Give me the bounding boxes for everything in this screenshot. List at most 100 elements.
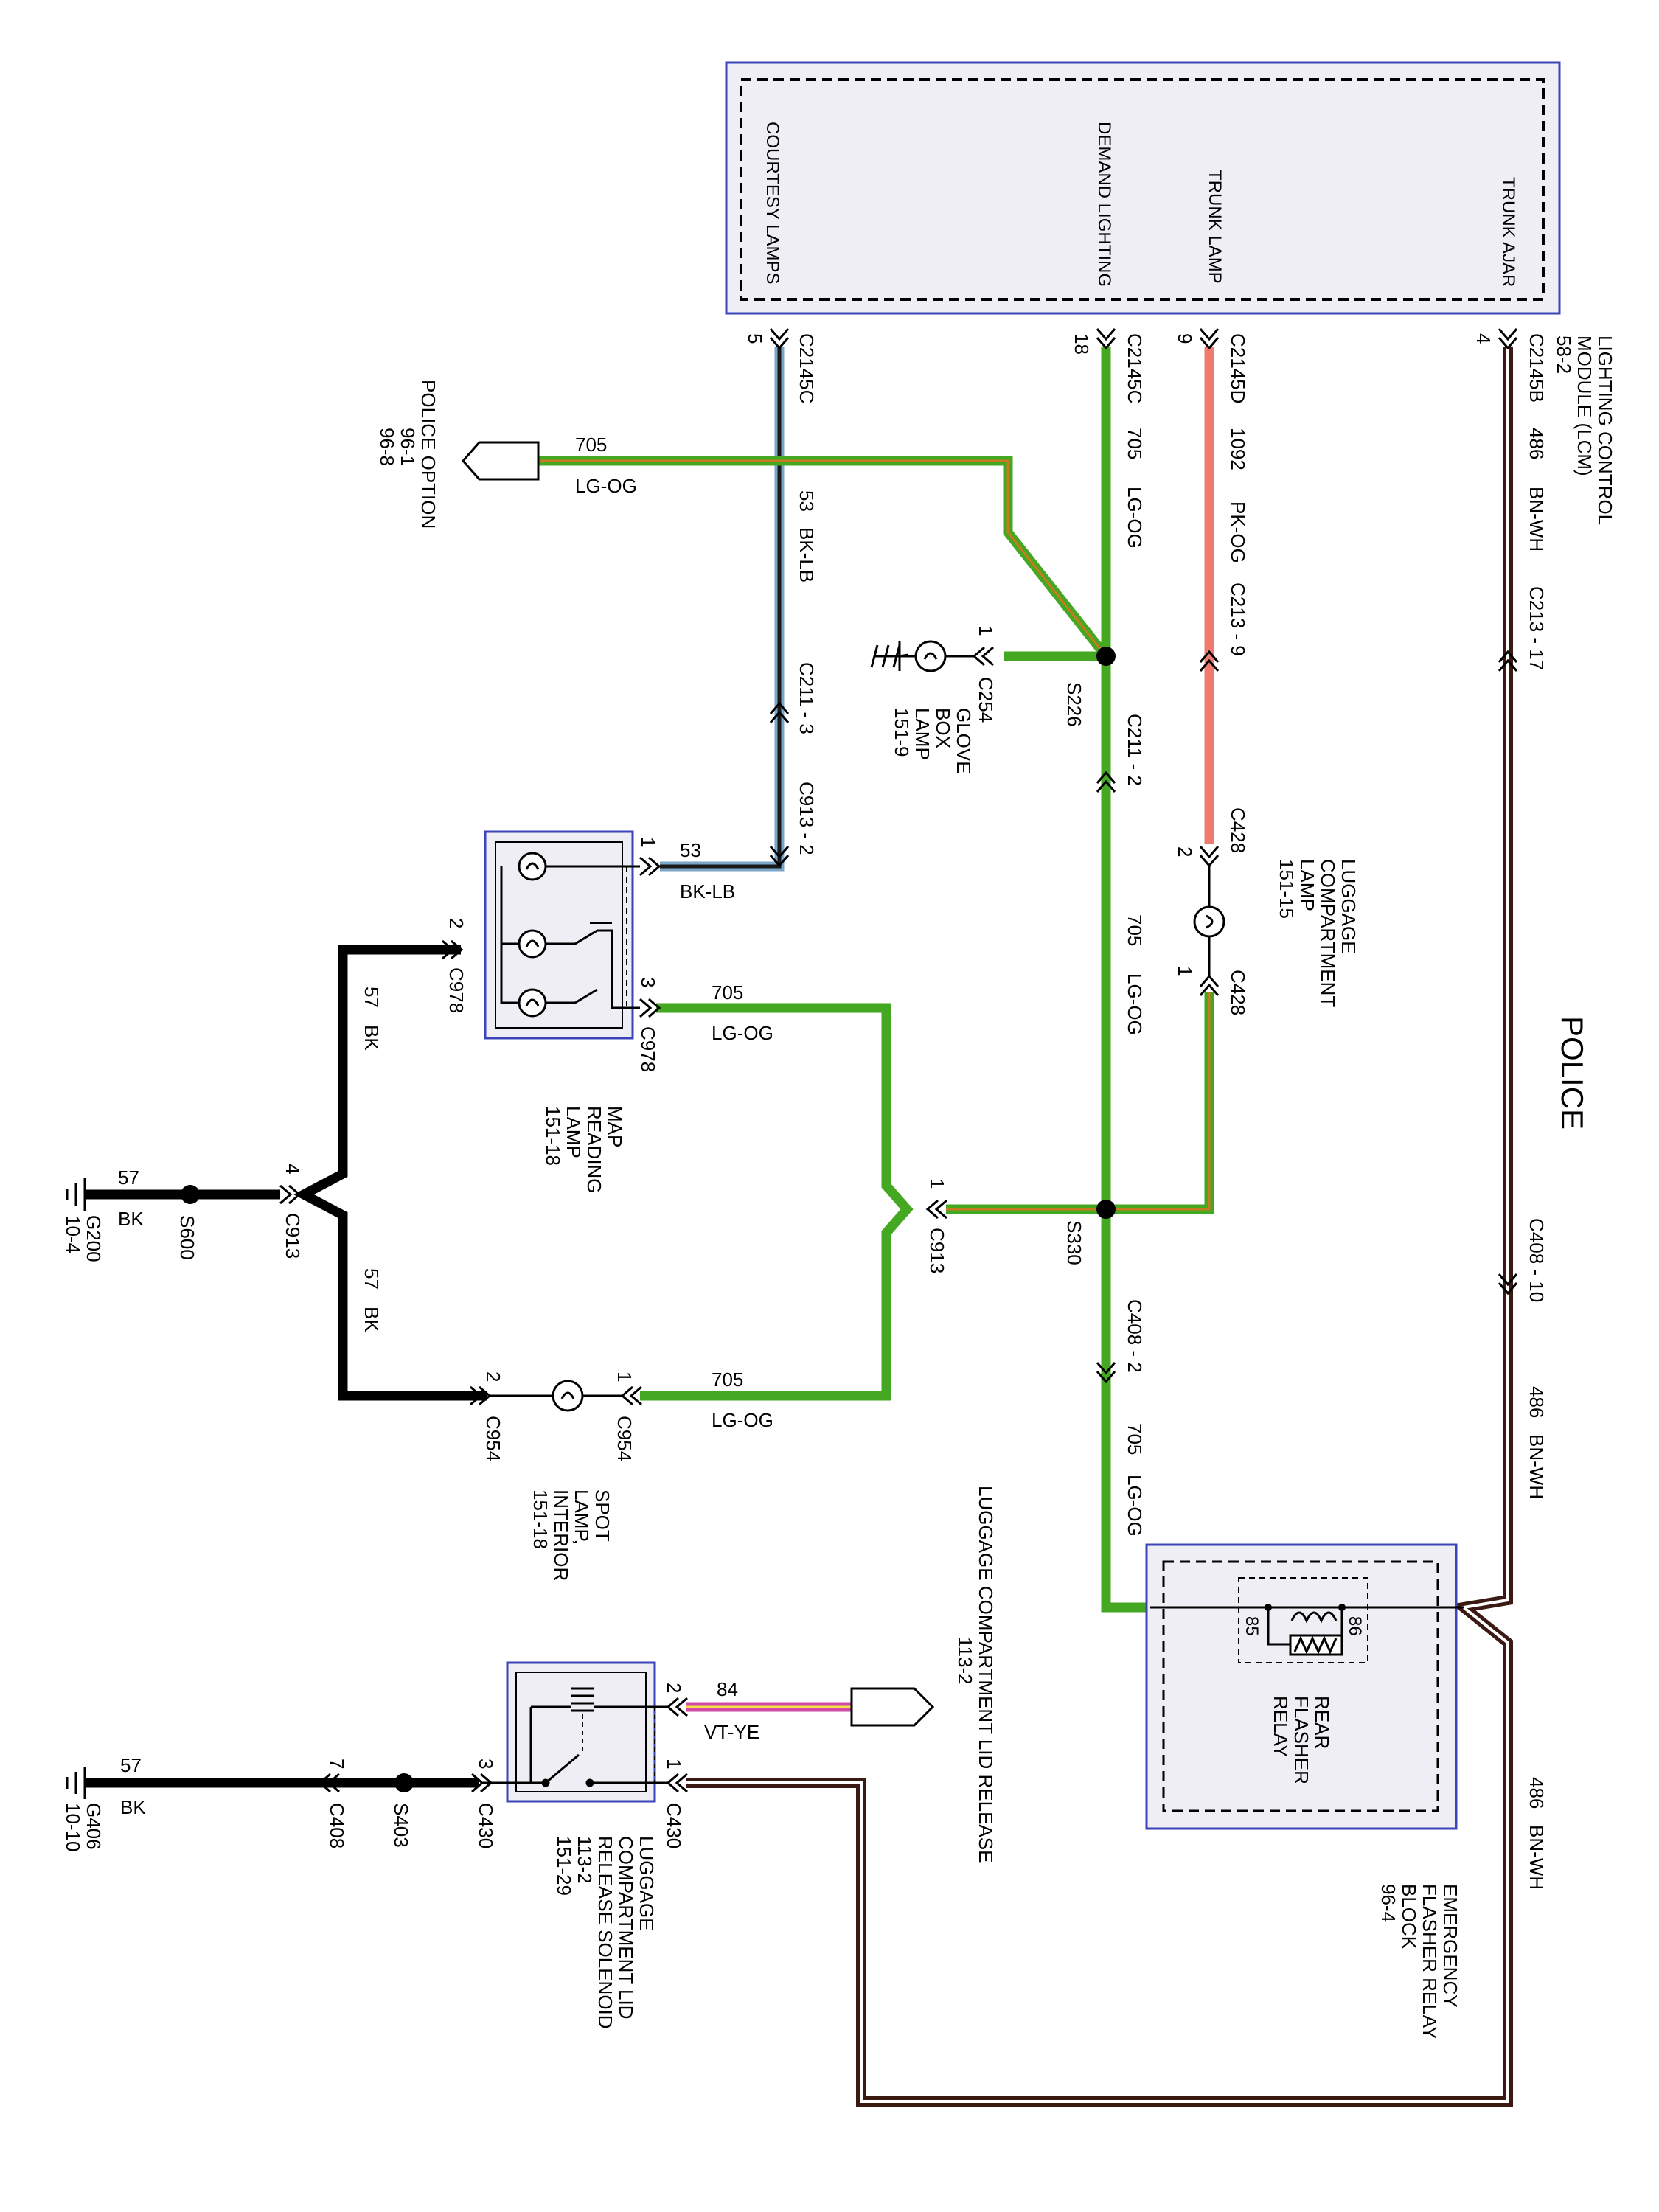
label-pin-5: 5 [744,333,766,344]
label-solenoid-ref2: 151-29 [553,1836,575,1896]
chevron-c213-9 [1199,650,1220,672]
label-g200-ref: 10-4 [62,1215,84,1253]
rear-flasher-relay [1238,1577,1368,1663]
chevron-c213-17 [1498,650,1518,672]
spot-lamp-icon [552,1380,584,1412]
label-spot-lamp-ref: 151-18 [529,1489,552,1549]
splice-s403 [394,1773,414,1792]
label-c2145c-courtesy: C2145C [796,333,818,403]
page-title: POLICE [1555,1016,1590,1130]
label-solenoid-1: LUGGAGE [636,1836,658,1931]
label-c430-left: C430 [475,1803,497,1848]
solenoid-coil-icon [571,1687,594,1712]
label-wire-705-police: 705 [575,434,607,456]
chevron-c954-2 [470,1385,492,1406]
relay-pin-85: 85 [1242,1616,1262,1636]
ground-g200-icon [66,1178,86,1211]
label-c978-right: C978 [637,1026,659,1072]
label-c211-2: C211 - 2 [1124,714,1146,786]
rear-flasher-relay-label-3: RELAY [1270,1696,1292,1757]
label-wire-705-map: 705 [712,981,743,1004]
label-luggage-lamp-3: LAMP [1296,859,1318,911]
spot-lamp [490,1380,623,1412]
emergency-flasher-relay-block: 85 86 REAR FLASHER RELAY [1145,1543,1464,1830]
label-wire-705-demand: 705 [1124,428,1146,459]
chevron-c254-1 [972,646,994,667]
label-c408: C408 [326,1803,348,1848]
wire-705-luggage-return [1106,992,1214,1214]
label-c430-right: C430 [663,1803,685,1848]
relay-coil-loops-icon [1290,1611,1338,1624]
wire-486-bn-wh-stripe [686,347,1509,2103]
label-wire-bn-wh-top: BN-WH [1526,487,1548,552]
label-wire-bk-lb: BK-LB [796,527,818,582]
lcm-pin-label-trunk-ajar: TRUNK AJAR [1498,177,1518,287]
label-wire-53-map: 53 [680,839,701,861]
label-wire-lg-og-police: LG-OG [575,475,637,497]
label-wire-57-upper: 57 [361,987,383,1008]
lcm-box [725,61,1561,315]
label-g406-ref: 10-10 [62,1803,84,1852]
label-c211-3: C211 - 3 [796,662,818,734]
wire-705-map-lamp [640,1003,914,1401]
chevron-c2145d-9 [1199,328,1220,350]
rear-flasher-relay-label-1: REAR [1311,1696,1333,1749]
label-wire-lg-og-map: LG-OG [712,1022,773,1044]
label-efrb-2: FLASHER RELAY [1419,1884,1441,2039]
efrb-box [1145,1543,1458,1830]
label-wire-486-mid: 486 [1526,1386,1548,1418]
label-c430-pin2: 2 [663,1683,685,1693]
label-solenoid-ref1: 113-2 [574,1836,596,1884]
police-option-connector [462,441,540,481]
label-luggage-lamp-2: COMPARTMENT [1317,859,1339,1007]
label-police-option-ref1: 96-1 [397,428,419,466]
label-c954-pin2: 2 [482,1371,504,1382]
label-solenoid-3: RELEASE SOLENOID [594,1836,616,2029]
label-c2145b: C2145B [1526,333,1548,403]
wire-705-luggage-return-stripe [1106,992,1211,1211]
label-wire-bn-wh-low: BN-WH [1526,1825,1548,1890]
chevron-c428-2 [1199,846,1220,868]
label-wire-lg-og-demand: LG-OG [1124,487,1146,549]
chevron-c430-1 [666,1773,688,1793]
label-s226: S226 [1063,682,1085,727]
grounds [66,641,918,1799]
label-g200: G200 [83,1215,105,1262]
wire-57-bk-map-spot [293,945,487,1401]
label-solenoid-2: COMPARTMENT LID [615,1836,637,2019]
label-efrb-3: BLOCK [1398,1884,1420,1950]
luggage-lamp-icon [1193,905,1225,938]
lid-release-connector [850,1687,935,1727]
chevron-c408-7 [318,1773,340,1793]
label-wire-705-spot: 705 [712,1368,743,1391]
label-pin-4-c913: 4 [282,1164,304,1174]
chevron-c408-2 [1096,1362,1116,1384]
label-wire-bk-g200: BK [118,1208,144,1230]
label-wire-pk-og: PK-OG [1227,501,1249,563]
label-c408-10: C408 - 10 [1526,1218,1548,1302]
label-spot-lamp-2: LAMP, [571,1489,593,1545]
label-s330: S330 [1063,1220,1085,1265]
lcm-pin-label-courtesy: COURTESY LAMPS [762,122,782,285]
lcm-inner-dashed [740,78,1545,301]
label-c2145c-demand: C2145C [1124,333,1146,403]
wire-53-bk-lb [660,347,785,872]
wire-53-bk-lb-stripe [660,347,782,869]
lamps [490,640,1225,1412]
label-wire-57-g200: 57 [118,1166,139,1189]
label-wire-57-lower: 57 [361,1268,383,1290]
relay-pin-86: 86 [1345,1616,1365,1636]
lcm-pin-label-demand: DEMAND LIGHTING [1094,122,1114,287]
label-wire-bk-upper: BK [361,1025,383,1051]
solenoid-box [506,1661,656,1803]
map-lamp-bulb-2-icon [518,929,547,959]
label-map-lamp-3: LAMP [563,1106,585,1158]
label-wire-lg-og-low: LG-OG [1124,1475,1146,1537]
label-c954-pin1: 1 [613,1371,636,1382]
wires [85,347,1513,2107]
splice-s330 [1096,1200,1116,1219]
label-pin-18: 18 [1071,333,1093,355]
label-wire-lg-og-mid: LG-OG [1124,973,1146,1035]
label-pin-1-c428: 1 [1174,966,1196,976]
rear-flasher-relay-label-2: FLASHER [1290,1696,1312,1784]
